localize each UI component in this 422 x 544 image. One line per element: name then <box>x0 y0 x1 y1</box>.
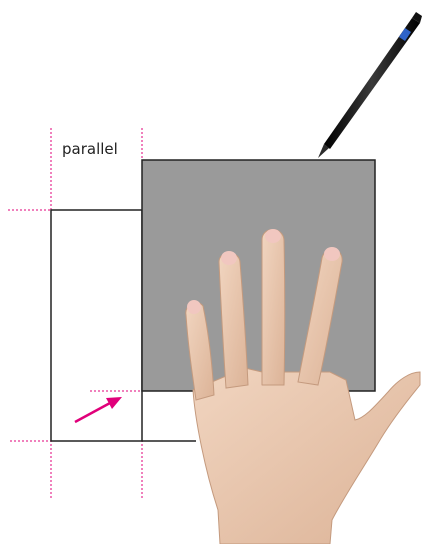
parallel-label: parallel <box>62 140 118 158</box>
gray-square-shape <box>141 159 376 392</box>
hand-icon <box>185 229 421 544</box>
arrow-icon <box>74 397 122 424</box>
target-outline-rect <box>50 209 143 442</box>
pen-icon <box>318 12 422 158</box>
